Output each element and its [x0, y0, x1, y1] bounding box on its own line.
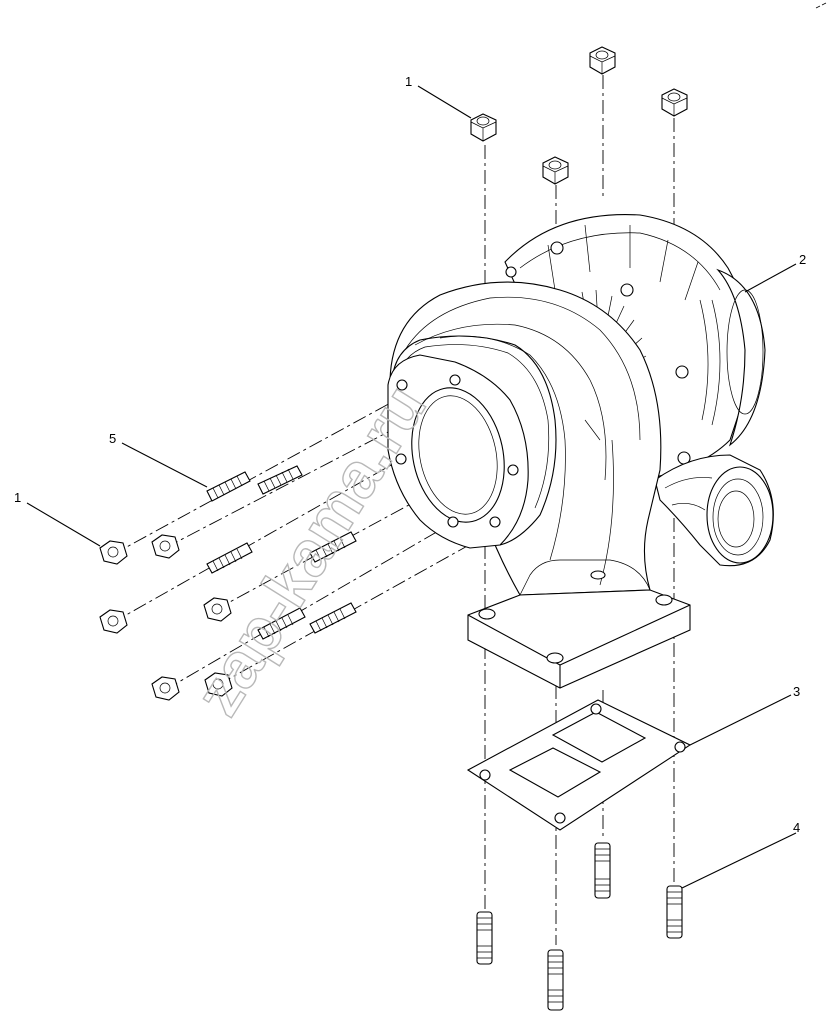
threaded-stud: [547, 949, 564, 1011]
threaded-stud: [309, 531, 357, 563]
hex-nut: [151, 534, 180, 559]
threaded-stud: [257, 607, 306, 640]
callout-4: 4: [793, 820, 800, 835]
callout-leaders: [26, 85, 797, 889]
callout-5: 5: [109, 431, 116, 446]
threaded-stud: [309, 602, 357, 634]
top-nuts: [470, 46, 688, 185]
bottom-studs: [476, 842, 683, 1011]
callout-2: 2: [799, 252, 806, 267]
threaded-stud: [476, 911, 493, 965]
turbine-housing: [389, 281, 662, 596]
hex-nut: [99, 609, 128, 634]
turbine-inlet-flange: [387, 354, 529, 549]
hex-nut: [151, 676, 180, 701]
threaded-stud: [206, 471, 251, 502]
hex-nut: [589, 46, 616, 75]
side-studs: [206, 465, 357, 640]
hex-nut: [542, 156, 569, 185]
callout-1-side: 1: [14, 490, 21, 505]
callout-3: 3: [793, 684, 800, 699]
side-nuts: [99, 534, 233, 701]
callout-labels: 1 1 2 3 4 5: [14, 74, 806, 835]
threaded-stud: [594, 842, 611, 899]
threaded-stud: [666, 885, 683, 939]
watermark-text: zap-kama.ru: [181, 373, 440, 728]
callout-1-top: 1: [405, 74, 412, 89]
threaded-stud: [257, 465, 303, 495]
corner-mark: [815, 2, 827, 9]
hex-nut: [204, 672, 233, 697]
hex-nut: [661, 88, 688, 117]
hex-nut: [203, 597, 232, 622]
threaded-stud: [206, 542, 253, 574]
hex-nut: [99, 540, 128, 565]
hex-nut: [470, 113, 497, 142]
gasket: [466, 699, 692, 831]
turbine-outlet-flange: [467, 559, 691, 689]
